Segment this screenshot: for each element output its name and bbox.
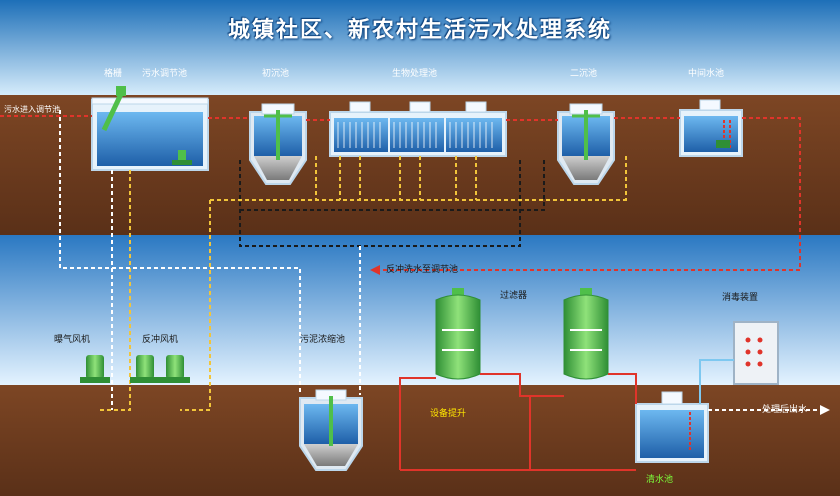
sludge-thickening-tank bbox=[299, 389, 363, 471]
secondary-settling-tank bbox=[557, 103, 615, 185]
filter-1 bbox=[435, 288, 481, 380]
pipe-lower-disinfection bbox=[699, 359, 734, 404]
pipe-sludge-lines bbox=[239, 160, 545, 247]
label-filter: 过滤器 bbox=[500, 291, 528, 301]
label-regulating-tank: 污水调节池 bbox=[142, 69, 188, 79]
grid-screen bbox=[101, 86, 126, 132]
sky-upper bbox=[0, 0, 840, 95]
regulating-tank-pump-icon bbox=[172, 150, 192, 165]
bio-media-stripes bbox=[337, 122, 493, 148]
outlet-arrow bbox=[820, 405, 830, 415]
backwash-blower-icon-1 bbox=[130, 355, 160, 383]
label-secondary-settling: 二沉池 bbox=[570, 69, 598, 79]
pipe-white-return bbox=[59, 110, 361, 410]
return-arrow bbox=[370, 265, 380, 275]
label-bio-tank: 生物处理池 bbox=[392, 69, 438, 79]
label-grid: 格栅 bbox=[104, 69, 123, 79]
soil-lower bbox=[0, 385, 840, 496]
label-sewage-inlet: 污水进入调节池 bbox=[4, 105, 60, 114]
label-primary-settling: 初沉池 bbox=[262, 69, 290, 79]
page-title: 城镇社区、新农村生活污水处理系统 bbox=[227, 18, 612, 43]
label-sludge-tank: 污泥浓缩池 bbox=[300, 335, 346, 345]
label-disinfection-device: 消毒装置 bbox=[722, 293, 759, 303]
label-outlet: 处理后出水 bbox=[762, 405, 808, 415]
aeration-blower-icon bbox=[80, 355, 110, 383]
label-backwash-return: 反冲洗水至调节池 bbox=[386, 265, 459, 275]
bio-treatment-tank bbox=[329, 101, 507, 157]
backwash-blower-icon-2 bbox=[160, 355, 190, 383]
pipe-aeration-lines bbox=[100, 156, 630, 411]
clear-water-tank bbox=[635, 391, 709, 463]
label-intermediate-tank: 中间水池 bbox=[688, 69, 725, 79]
pipe-lower-red bbox=[399, 373, 637, 471]
regulating-tank bbox=[91, 97, 209, 171]
disinfection-device bbox=[733, 321, 779, 385]
sky-lower bbox=[0, 235, 840, 385]
filter-2 bbox=[563, 288, 609, 380]
label-backwash-blower: 反冲风机 bbox=[142, 335, 179, 345]
primary-settling-tank bbox=[249, 103, 307, 185]
pipe-regulating-to-primary bbox=[208, 117, 801, 271]
label-clear-water-tank: 清水池 bbox=[646, 475, 674, 485]
intermediate-tank bbox=[679, 99, 743, 157]
label-aeration-blower: 曝气风机 bbox=[54, 335, 91, 345]
label-equipment-pump: 设备提升 bbox=[430, 409, 467, 419]
